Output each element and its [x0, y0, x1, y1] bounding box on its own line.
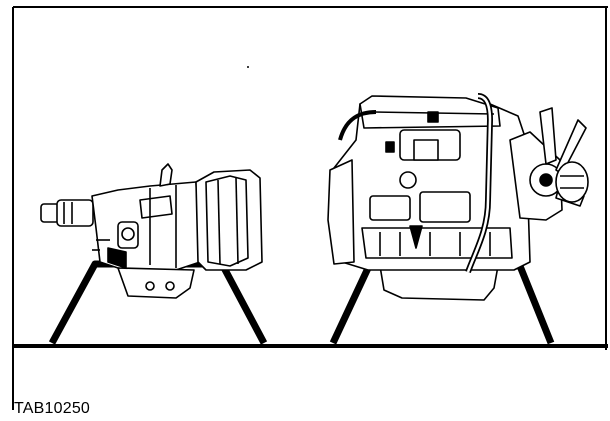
- figure-caption: TAB10250: [14, 400, 91, 417]
- transmission: [40, 163, 263, 299]
- figure-frame: [12, 6, 608, 410]
- engine: [327, 93, 589, 301]
- speck: [247, 66, 249, 68]
